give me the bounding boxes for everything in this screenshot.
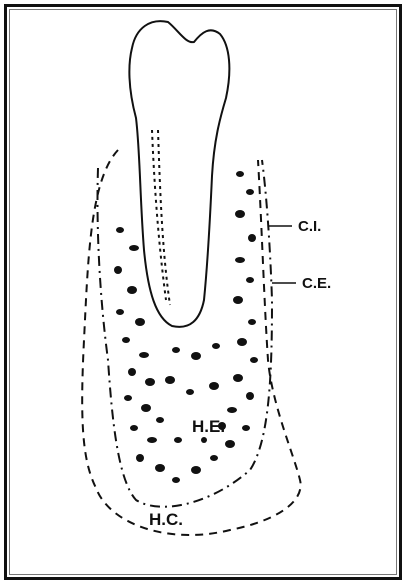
tooth-outline bbox=[129, 21, 229, 327]
label-he: H.E. bbox=[192, 417, 225, 437]
inner-cortex-contour bbox=[97, 160, 272, 507]
root-canal bbox=[152, 130, 170, 305]
label-ce: C.E. bbox=[302, 275, 331, 292]
label-hc: H.C. bbox=[149, 510, 183, 530]
label-ci: C.I. bbox=[298, 218, 321, 235]
